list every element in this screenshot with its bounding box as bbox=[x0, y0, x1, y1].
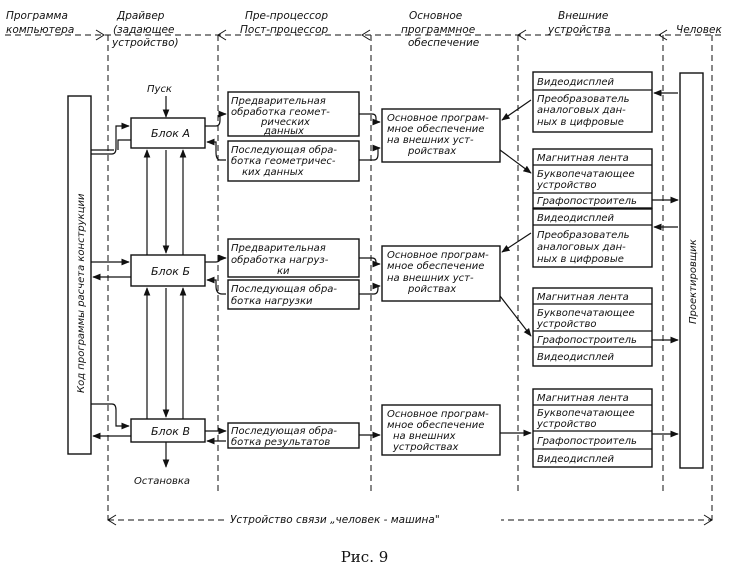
device-group-3 bbox=[532, 208, 653, 268]
g3-conv-line3: ных в цифровые bbox=[537, 254, 624, 265]
sw3-line4: устройствах bbox=[392, 442, 459, 453]
post-a-box bbox=[227, 140, 360, 182]
post-a-line3: ких данных bbox=[242, 167, 304, 178]
header-program-line1: Программа bbox=[6, 10, 68, 22]
device-group-5 bbox=[532, 388, 653, 468]
pre-a-line1: Предварительная bbox=[231, 96, 326, 107]
g2-tape: Магнитная лента bbox=[537, 153, 629, 164]
sw1-line4: ройствах bbox=[407, 146, 456, 157]
post-c-line2: ботка результатов bbox=[231, 436, 330, 448]
g1-conv-line2: аналоговых дан- bbox=[537, 105, 626, 116]
g2-printer-line1: Буквопечатающее bbox=[537, 169, 635, 180]
post-b-box bbox=[227, 279, 360, 310]
g4-printer-line2: устройство bbox=[536, 319, 597, 330]
pre-a-line3: рических bbox=[260, 117, 310, 128]
sw2-line1: Основное програм- bbox=[387, 250, 489, 261]
header-driver-line2: (задающее bbox=[113, 24, 174, 36]
post-b-line2: ботка нагрузки bbox=[231, 295, 313, 307]
post-b-line1: Последующая обра- bbox=[231, 283, 337, 295]
pre-a-line4: данных bbox=[263, 126, 304, 137]
g5-plotter: Графопостроитель bbox=[537, 436, 637, 447]
software-box-1 bbox=[381, 108, 501, 163]
sw2-line2: мное обеспечение bbox=[387, 260, 484, 272]
g4-plotter: Графопостроитель bbox=[537, 335, 637, 346]
pre-b-box bbox=[227, 238, 360, 278]
header-software-line3: обеспечение bbox=[408, 37, 479, 49]
header-program-line2: компьютера bbox=[6, 24, 74, 36]
header-devices-line2: устройства bbox=[547, 24, 611, 36]
header-driver-line1: Драйвер bbox=[116, 10, 165, 22]
g1-conv-line3: ных в цифровые bbox=[537, 117, 624, 128]
post-a-line1: Последующая обра- bbox=[231, 144, 337, 156]
figure-caption: Рис. 9 bbox=[340, 548, 389, 566]
stop-label: Остановка bbox=[134, 476, 190, 487]
block-b-label: Блок Б bbox=[151, 265, 190, 278]
block-b bbox=[130, 254, 206, 287]
sw2-line4: ройствах bbox=[407, 284, 456, 295]
column-separators bbox=[107, 35, 713, 520]
sw1-line1: Основное програм- bbox=[387, 113, 489, 124]
interface-label: Устройство связи „человек - машина" bbox=[230, 514, 440, 526]
pre-a-line2: обработка геомет- bbox=[231, 106, 330, 118]
g3-conv-line2: аналоговых дан- bbox=[537, 242, 626, 253]
interface-bracket bbox=[107, 511, 713, 527]
g2-printer-line2: устройство bbox=[536, 180, 597, 191]
software-box-3 bbox=[381, 404, 501, 456]
sw1-line3: на внешних уст- bbox=[387, 135, 474, 146]
device-group-1 bbox=[532, 71, 653, 133]
g3-conv-line1: Преобразователь bbox=[537, 229, 630, 241]
sw3-line3: на внешних bbox=[393, 431, 456, 442]
post-c-box bbox=[227, 422, 360, 449]
post-c-line1: Последующая обра- bbox=[231, 425, 337, 437]
pre-b-line2: обработка нагруз- bbox=[231, 254, 329, 266]
software-box-2 bbox=[381, 245, 501, 302]
g1-conv-line1: Преобразователь bbox=[537, 93, 630, 105]
header-driver-line3: устройство) bbox=[111, 37, 179, 49]
g1-videodisplay: Видеодисплей bbox=[537, 77, 615, 88]
g4-tape: Магнитная лента bbox=[537, 292, 629, 303]
g5-tape: Магнитная лента bbox=[537, 393, 629, 404]
header-human: Человек bbox=[676, 24, 722, 36]
header-software-line1: Основное bbox=[409, 10, 462, 22]
column-headers: Программа компьютера Драйвер (задающее у… bbox=[6, 10, 722, 49]
program-code-label: Код программы расчета конструкции bbox=[76, 193, 87, 393]
sw1-line2: мное обеспечение bbox=[387, 123, 484, 135]
sw3-line2: мное обеспечение bbox=[387, 419, 484, 431]
header-processor-line1: Пре-процессор bbox=[245, 10, 328, 22]
start-label: Пуск bbox=[147, 84, 172, 95]
device-group-2 bbox=[532, 148, 653, 209]
g5-printer-line2: устройство bbox=[536, 419, 597, 430]
sw3-line1: Основное програм- bbox=[387, 409, 489, 420]
pre-b-line1: Предварительная bbox=[231, 243, 326, 254]
g3-videodisplay: Видеодисплей bbox=[537, 213, 615, 224]
designer-box bbox=[679, 72, 704, 469]
device-group-4 bbox=[532, 287, 653, 367]
header-devices-line1: Внешние bbox=[558, 10, 608, 22]
sw2-line3: на внешних уст- bbox=[387, 273, 474, 284]
block-c-label: Блок В bbox=[151, 425, 190, 438]
g5-videodisplay: Видеодисплей bbox=[537, 454, 615, 465]
g4-printer-line1: Буквопечатающее bbox=[537, 308, 635, 319]
pre-b-line3: ки bbox=[277, 266, 290, 277]
block-a-label: Блок А bbox=[151, 127, 190, 140]
header-processor-line2: Пост-процессор bbox=[240, 24, 329, 36]
g5-printer-line1: Буквопечатающее bbox=[537, 408, 635, 419]
g4-videodisplay: Видеодисплей bbox=[537, 352, 615, 363]
g2-plotter: Графопостроитель bbox=[537, 196, 637, 207]
block-a bbox=[130, 117, 206, 149]
post-a-line2: ботка геометричес- bbox=[231, 155, 336, 167]
header-software-line2: программное bbox=[401, 24, 475, 36]
designer-label: Проектировщик bbox=[688, 239, 699, 324]
program-code-box bbox=[67, 95, 92, 455]
